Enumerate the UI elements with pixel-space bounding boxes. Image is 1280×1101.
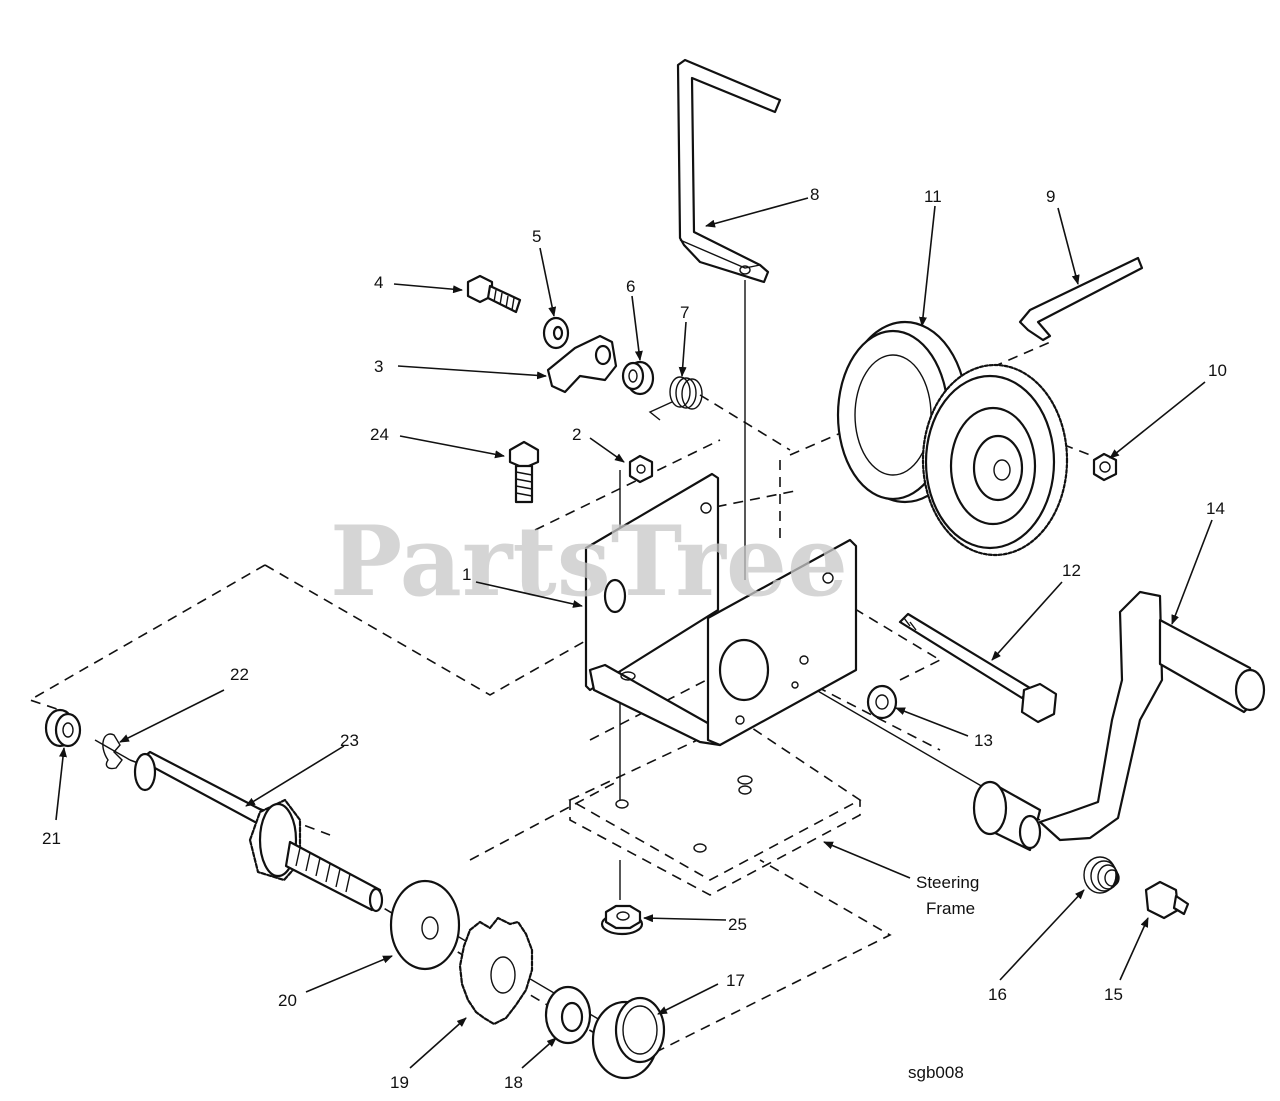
part-7-spring <box>648 376 703 421</box>
part-2-nut <box>628 454 654 484</box>
part-23-pinion-shaft <box>133 750 384 913</box>
part-5-washer <box>542 316 570 350</box>
part-20-washer <box>389 879 461 971</box>
part-12-long-bolt <box>898 612 1058 724</box>
callout-20: 20 <box>278 991 297 1010</box>
callout-numbers: 8 11 9 10 14 12 13 16 15 17 25 18 19 20 … <box>42 185 1227 1092</box>
steering-label-line2: Frame <box>926 899 975 918</box>
callout-2: 2 <box>572 425 581 444</box>
steering-frame-outline <box>568 719 862 896</box>
callout-6: 6 <box>626 277 635 296</box>
callout-21: 21 <box>42 829 61 848</box>
callout-1: 1 <box>462 565 471 584</box>
callout-25: 25 <box>728 915 747 934</box>
callout-23: 23 <box>340 731 359 750</box>
callout-16: 16 <box>988 985 1007 1004</box>
callout-24: 24 <box>370 425 389 444</box>
part-18-washer <box>544 985 592 1045</box>
part-24-bolt <box>508 440 540 504</box>
part-15-cap-nut <box>1144 880 1190 920</box>
callout-9: 9 <box>1046 187 1055 206</box>
part-8-rod-bracket <box>676 58 782 284</box>
part-21-bushing <box>44 708 82 748</box>
part-6-bushing <box>621 360 655 396</box>
callout-18: 18 <box>504 1073 523 1092</box>
partstree-watermark: PartsTree <box>330 505 848 618</box>
drawing-id: sgb008 <box>908 1063 964 1082</box>
part-13-nut <box>866 684 898 720</box>
part-14-crank-handle <box>972 590 1266 852</box>
callout-7: 7 <box>680 303 689 322</box>
part-17-collar <box>591 996 666 1080</box>
drum-gear <box>921 363 1069 557</box>
callout-3: 3 <box>374 357 383 376</box>
callout-12: 12 <box>1062 561 1081 580</box>
part-16-spring <box>1083 856 1120 894</box>
callout-19: 19 <box>390 1073 409 1092</box>
part-25-flange-nut <box>600 904 644 936</box>
steering-label-line1: Steering <box>916 873 979 892</box>
callout-22: 22 <box>230 665 249 684</box>
callout-10: 10 <box>1208 361 1227 380</box>
callout-leaders <box>55 197 1213 1069</box>
callout-17: 17 <box>726 971 745 990</box>
callout-4: 4 <box>374 273 383 292</box>
callout-11: 11 <box>924 187 942 206</box>
part-1-main-bracket <box>584 472 858 747</box>
part-19-gear <box>458 916 534 1026</box>
callout-5: 5 <box>532 227 541 246</box>
part-22-e-clip <box>102 733 123 770</box>
part-10-nut <box>1092 452 1118 482</box>
part-3-lock-lever <box>546 334 618 394</box>
callout-8: 8 <box>810 185 819 204</box>
callout-13: 13 <box>974 731 993 750</box>
callout-15: 15 <box>1104 985 1123 1004</box>
callout-14: 14 <box>1206 499 1225 518</box>
part-4-bolt <box>466 274 522 314</box>
part-9-pin <box>1018 256 1144 342</box>
